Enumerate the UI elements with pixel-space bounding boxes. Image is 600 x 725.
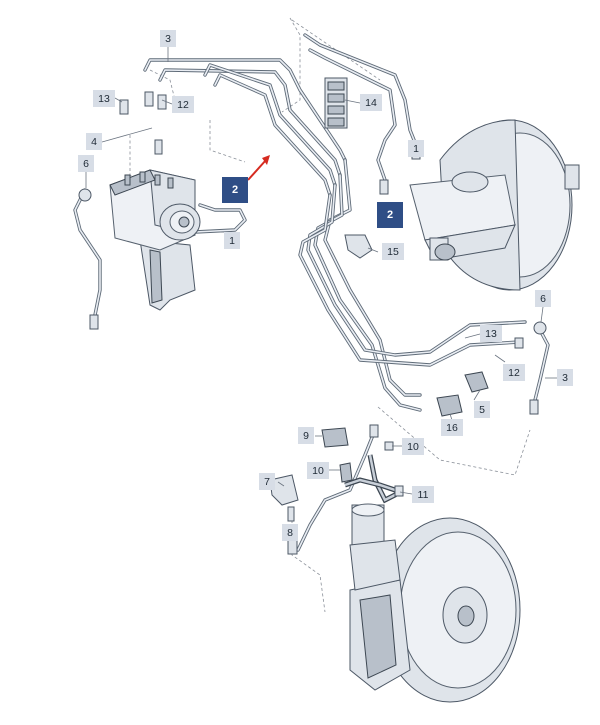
fittings	[78, 91, 547, 555]
svg-text:2: 2	[387, 209, 393, 221]
part-label-13-right: 13	[480, 325, 502, 342]
svg-text:14: 14	[365, 97, 377, 109]
part-label-3-top: 3	[160, 30, 176, 47]
part-label-4: 4	[86, 133, 102, 150]
part-label-13-top: 13	[93, 90, 115, 107]
part-labels: 3 13 12 4 6 2 1 14	[78, 30, 573, 541]
part-label-16: 16	[441, 419, 463, 436]
part-label-12-right: 12	[503, 364, 525, 381]
svg-text:5: 5	[479, 404, 485, 416]
abs-unit	[109, 169, 201, 311]
svg-text:3: 3	[562, 372, 568, 384]
svg-text:7: 7	[264, 476, 270, 488]
part-label-9: 9	[298, 427, 314, 444]
brake-pipes	[73, 33, 550, 552]
svg-text:1: 1	[229, 235, 235, 247]
svg-text:12: 12	[177, 99, 189, 111]
part-label-6-right: 6	[535, 290, 551, 307]
part-label-15: 15	[382, 243, 404, 260]
svg-text:6: 6	[540, 293, 546, 305]
part-label-11: 11	[412, 486, 434, 503]
svg-text:6: 6	[83, 158, 89, 170]
part-label-10-upper: 10	[402, 438, 424, 455]
pointer-arrow	[247, 155, 270, 181]
part-label-1-right: 1	[408, 140, 424, 157]
part-label-2-highlight-right: 2	[377, 202, 403, 228]
part-label-8: 8	[282, 524, 298, 541]
svg-text:1: 1	[413, 143, 419, 155]
svg-text:4: 4	[91, 136, 97, 148]
svg-text:2: 2	[232, 184, 238, 196]
master-cylinder	[409, 171, 516, 261]
part-label-14: 14	[360, 94, 382, 111]
svg-text:8: 8	[287, 527, 293, 539]
brake-hose	[344, 454, 402, 504]
svg-text:13: 13	[98, 93, 110, 105]
svg-text:3: 3	[165, 33, 171, 45]
svg-text:16: 16	[446, 422, 458, 434]
svg-text:10: 10	[407, 441, 419, 453]
part-label-7: 7	[259, 473, 275, 490]
part-label-6-left: 6	[78, 155, 94, 172]
svg-text:13: 13	[485, 328, 497, 340]
svg-text:15: 15	[387, 246, 399, 258]
part-label-2-highlight-left: 2	[222, 177, 248, 203]
part-label-3-right: 3	[557, 369, 573, 386]
svg-text:11: 11	[418, 489, 429, 501]
svg-text:9: 9	[303, 430, 309, 442]
pipe-clip-block	[324, 77, 348, 129]
part-label-1-left: 1	[224, 232, 240, 249]
small-clips	[269, 234, 489, 506]
svg-text:10: 10	[312, 465, 324, 477]
brake-disc-assembly	[349, 503, 521, 703]
part-label-10-lower: 10	[307, 462, 329, 479]
svg-text:12: 12	[508, 367, 520, 379]
part-label-5: 5	[474, 401, 490, 418]
part-label-12-top: 12	[172, 96, 194, 113]
